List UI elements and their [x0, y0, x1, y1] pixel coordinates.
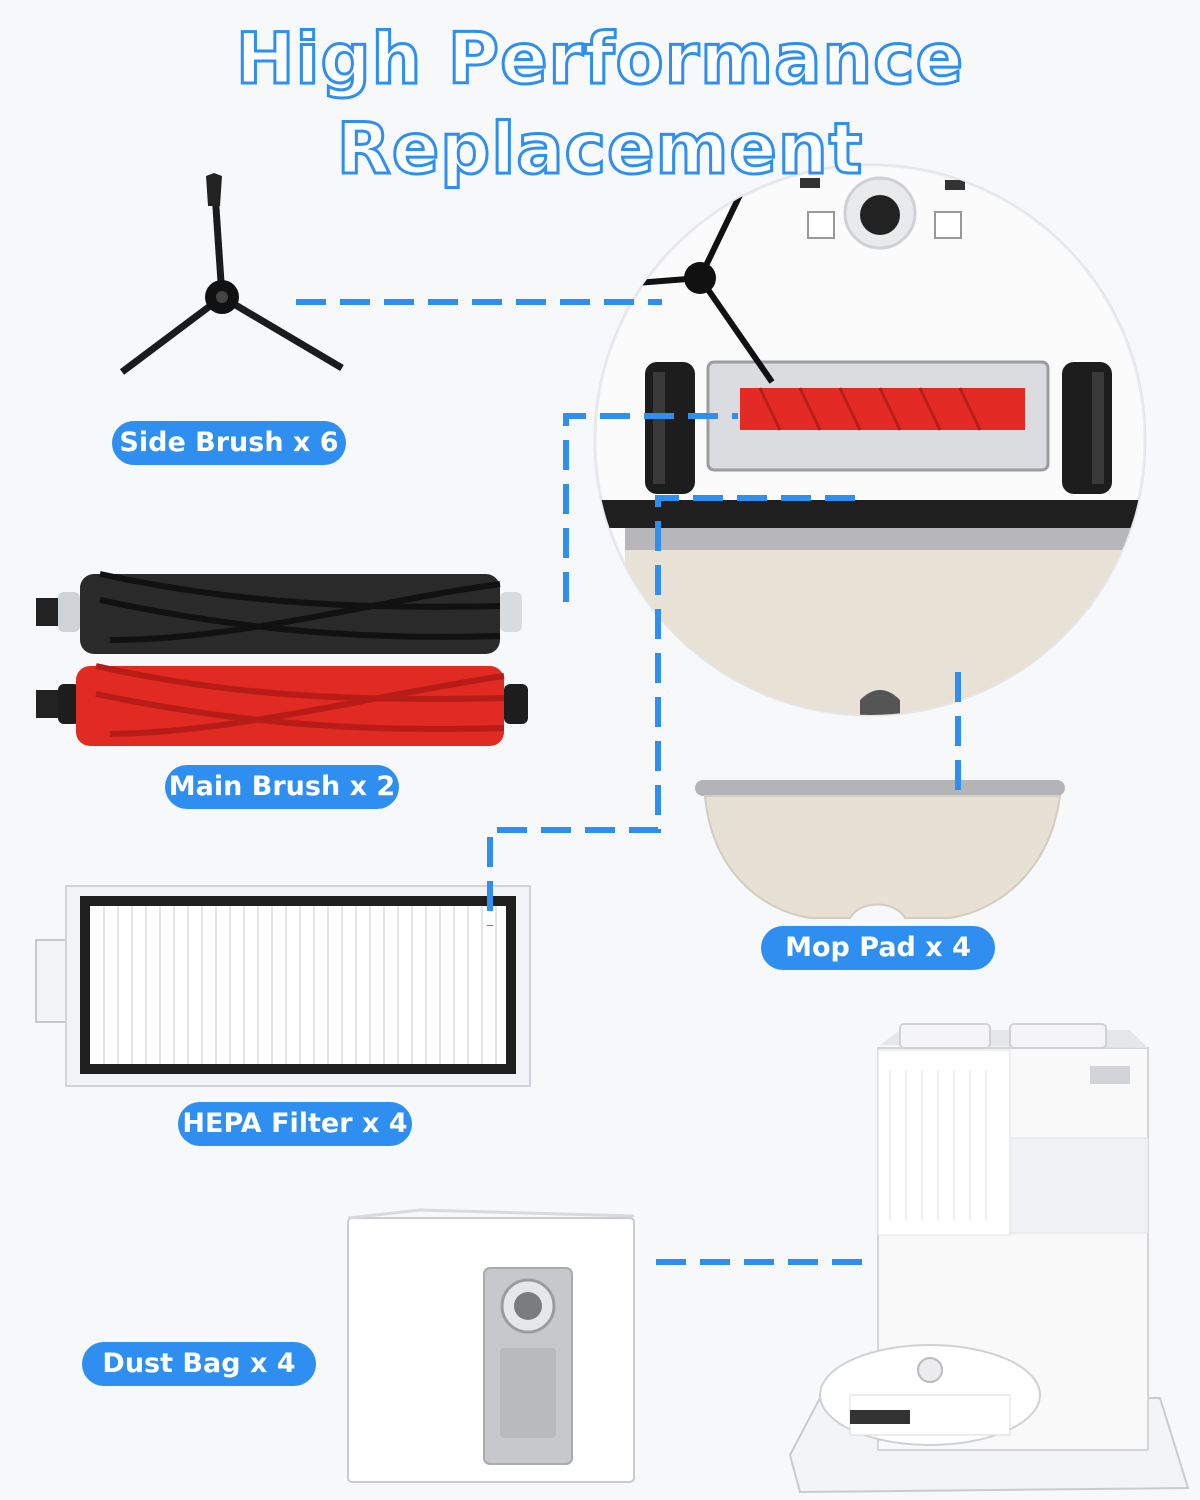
side-brush-label: Side Brush x 6 — [112, 421, 346, 465]
hepa-filter-label: HEPA Filter x 4 — [178, 1102, 412, 1146]
dock-station-icon — [788, 1023, 1190, 1494]
hepa-filter-icon — [35, 885, 531, 1087]
dust-bag-icon — [347, 1208, 635, 1483]
robot-vacuum-bottom-icon — [593, 163, 1147, 717]
mop-pad-icon — [695, 780, 1065, 919]
main-brush-red-icon — [36, 663, 528, 746]
main-brush-label: Main Brush x 2 — [165, 765, 399, 809]
mop-pad-label: Mop Pad x 4 — [761, 926, 995, 970]
page-title: High Performance Replacement — [234, 17, 965, 192]
side-brush-icon — [119, 173, 344, 375]
dashed-connectors — [296, 299, 961, 1265]
main-brush-black-icon — [36, 571, 522, 654]
dust-bag-label: Dust Bag x 4 — [82, 1342, 316, 1386]
